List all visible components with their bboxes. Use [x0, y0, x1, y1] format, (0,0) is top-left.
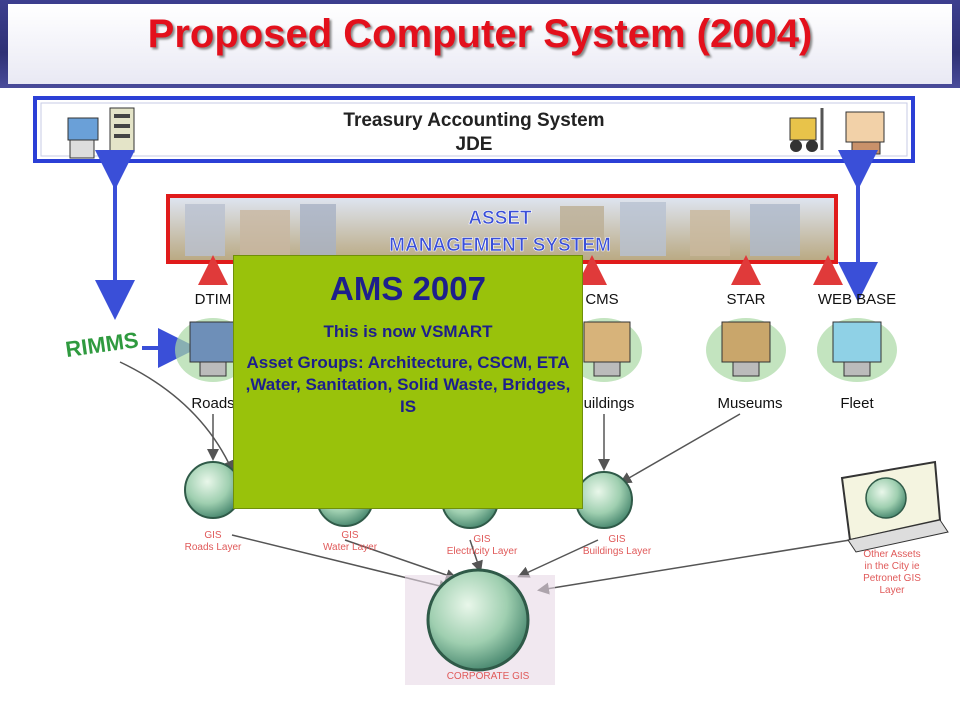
module-cms-name: CMS — [585, 291, 618, 308]
gis-electricity-line1: GIS — [473, 534, 491, 545]
module-star-caption: Museums — [717, 395, 782, 412]
other-assets-line2: in the City ie — [864, 561, 919, 572]
ams-2007-callout: AMS 2007 This is now VSMART Asset Groups… — [233, 255, 583, 509]
star-monitor-icon — [706, 318, 786, 382]
server-tower-icon — [109, 107, 135, 153]
other-assets-line4: Layer — [879, 585, 905, 596]
treasury-system-box: Treasury Accounting System JDE — [33, 96, 915, 163]
title-panel — [8, 4, 952, 84]
ams-asset-groups: Asset Groups: Architecture, CSCM, ETA ,W… — [245, 353, 571, 416]
module-webbase-caption: Fleet — [840, 395, 874, 412]
module-dtim-caption: Roads — [191, 395, 234, 412]
asset-management-banner: ASSET MANAGEMENT SYSTEM — [166, 194, 838, 264]
gis-water-line1: GIS — [341, 530, 359, 541]
webbase-monitor-icon — [817, 318, 897, 382]
office-desk-icon — [845, 111, 885, 155]
slide-title: Proposed Computer System (2004) — [147, 12, 813, 56]
other-assets-line1: Other Assets — [863, 549, 920, 560]
rimms-label: RIMMS — [64, 327, 140, 362]
treasury-title: Treasury Accounting System — [343, 110, 604, 131]
gis-buildings-line1: GIS — [608, 534, 626, 545]
module-star-name: STAR — [727, 291, 766, 308]
treasury-subtitle: JDE — [456, 134, 493, 155]
corporate-gis-globe-icon — [405, 568, 555, 685]
dtim-monitor-icon — [175, 318, 251, 382]
gis-buildings-line2: Buildings Layer — [583, 546, 652, 557]
corporate-gis-label: CORPORATE GIS — [447, 671, 530, 682]
gis-roads-line1: GIS — [204, 530, 222, 541]
ams-subtitle: This is now VSMART — [323, 322, 493, 341]
gis-buildings-globe-icon — [575, 471, 633, 529]
module-dtim-name: DTIM — [195, 291, 232, 308]
other-assets-computer-icon — [840, 460, 949, 553]
ams-title: AMS 2007 — [330, 270, 486, 307]
module-cms-caption: Buildings — [574, 395, 635, 412]
forklift-icon — [789, 108, 824, 152]
cms-monitor-icon — [566, 318, 642, 382]
other-assets-line3: Petronet GIS — [863, 573, 921, 584]
gis-roads-line2: Roads Layer — [185, 542, 242, 553]
gis-water-line2: Water Layer — [323, 542, 378, 553]
title-bar — [0, 0, 960, 88]
asset-banner-line2: MANAGEMENT SYSTEM — [389, 235, 611, 256]
asset-banner-line1: ASSET — [468, 208, 532, 229]
computer-monitor-icon — [67, 117, 99, 159]
gis-electricity-line2: Electricity Layer — [447, 546, 518, 557]
connector-lines — [119, 361, 851, 595]
module-webbase-name: WEB BASE — [818, 291, 896, 308]
